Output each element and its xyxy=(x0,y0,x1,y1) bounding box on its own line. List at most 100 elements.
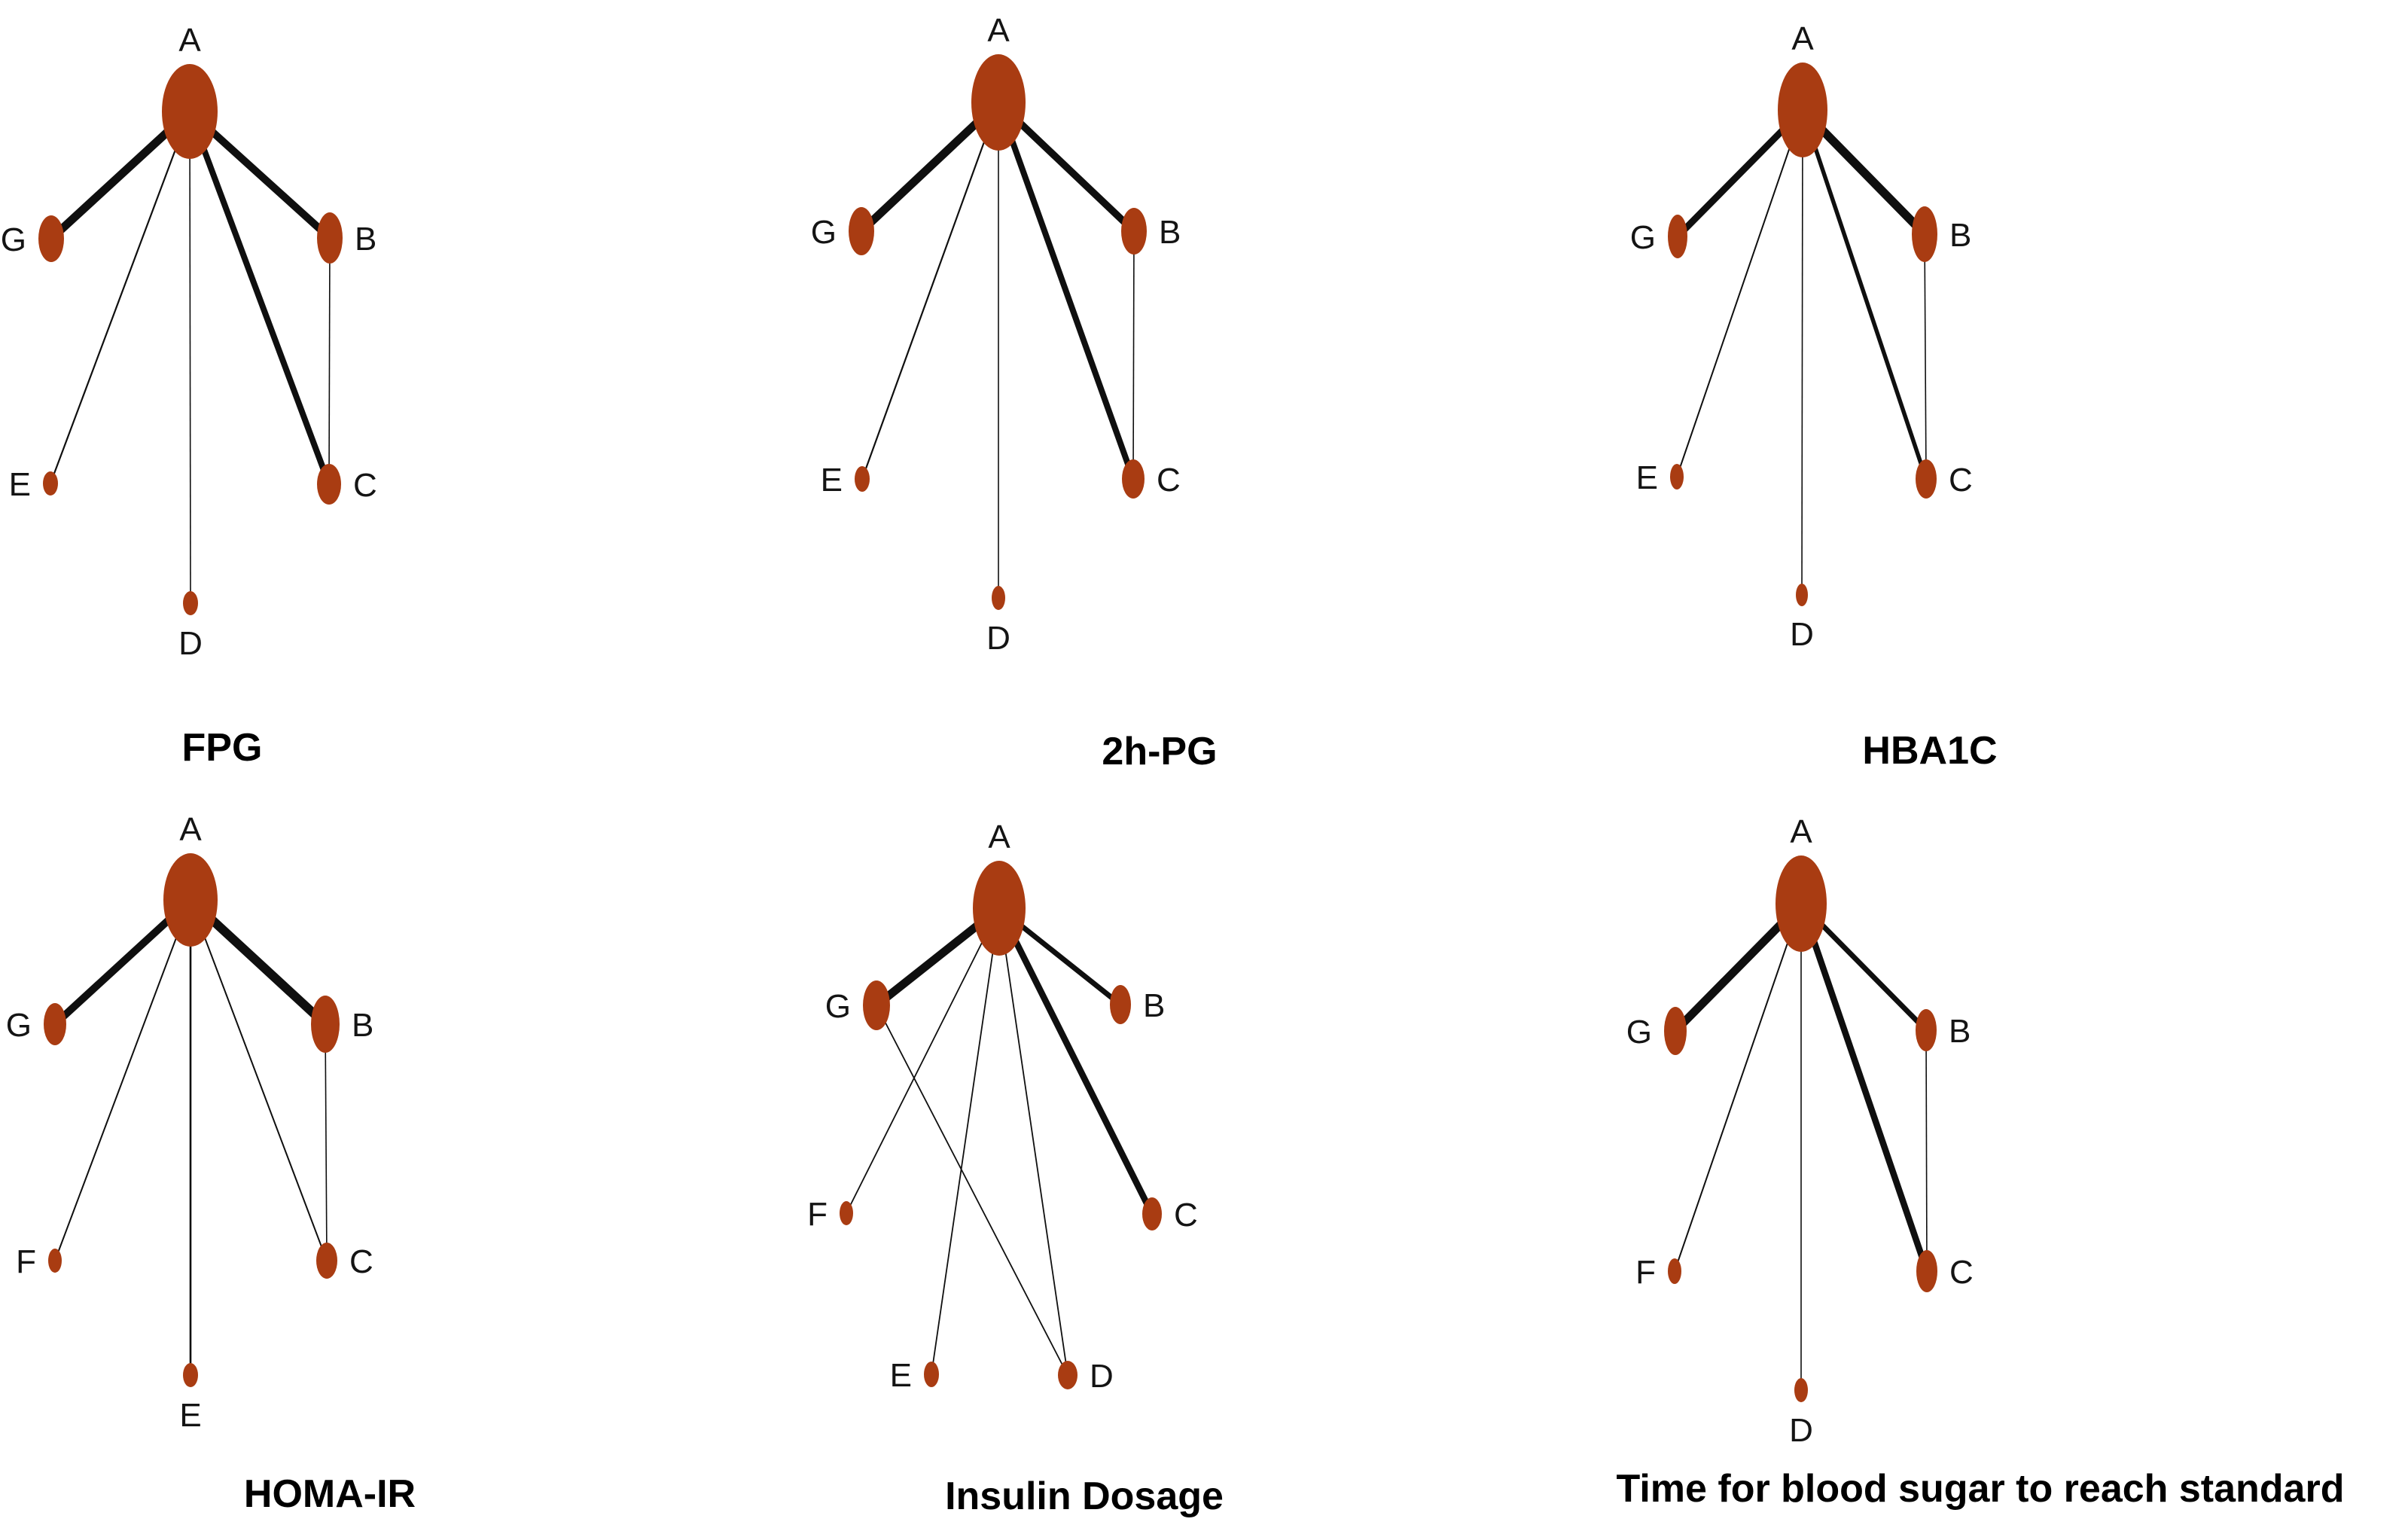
node-label-B-insulin-dosage: B xyxy=(1143,987,1165,1024)
node-label-E-homa-ir: E xyxy=(179,1397,201,1434)
edge-A-F-homa-ir xyxy=(54,899,191,1261)
node-B-homa-ir xyxy=(311,996,340,1053)
edge-A-C-fpg xyxy=(187,110,332,486)
node-C-time-to-standard xyxy=(1916,1250,1937,1292)
node-A-2hpg xyxy=(971,54,1026,151)
node-label-B-2hpg: B xyxy=(1159,214,1181,251)
node-label-E-hba1c: E xyxy=(1636,459,1658,496)
node-label-G-time-to-standard: G xyxy=(1626,1014,1652,1051)
node-B-2hpg xyxy=(1121,208,1147,255)
node-E-insulin-dosage xyxy=(924,1362,939,1387)
node-label-D-hba1c: D xyxy=(1790,616,1814,653)
edge-A-C-time-to-standard xyxy=(1797,902,1931,1273)
node-D-2hpg xyxy=(992,586,1005,610)
edge-A-D-insulin-dosage xyxy=(998,907,1068,1376)
node-label-F-insulin-dosage: F xyxy=(807,1196,828,1233)
edge-A-D-hba1c xyxy=(1801,109,1803,596)
node-label-A-time-to-standard: A xyxy=(1790,813,1812,850)
node-label-B-homa-ir: B xyxy=(352,1007,373,1044)
node-G-2hpg xyxy=(849,207,874,255)
node-label-C-2hpg: C xyxy=(1157,462,1181,499)
node-label-F-homa-ir: F xyxy=(16,1243,36,1280)
edge-A-E-hba1c xyxy=(1676,109,1803,477)
node-G-fpg xyxy=(38,215,64,262)
edge-A-E-2hpg xyxy=(861,102,1000,480)
node-C-hba1c xyxy=(1916,459,1937,499)
node-C-2hpg xyxy=(1122,459,1145,499)
node-B-insulin-dosage xyxy=(1110,985,1131,1024)
edge-A-C-hba1c xyxy=(1800,109,1928,480)
node-D-time-to-standard xyxy=(1794,1378,1808,1402)
node-B-hba1c xyxy=(1912,206,1937,262)
node-label-G-insulin-dosage: G xyxy=(825,988,851,1025)
node-label-A-homa-ir: A xyxy=(179,811,202,848)
panel-title-fpg: FPG xyxy=(182,726,263,770)
edge-A-E-insulin-dosage xyxy=(931,907,1000,1375)
edge-G-D-insulin-dosage xyxy=(876,1005,1068,1376)
node-B-fpg xyxy=(317,212,343,264)
edge-B-C-time-to-standard xyxy=(1925,1029,1928,1272)
node-C-insulin-dosage xyxy=(1142,1197,1162,1231)
node-label-B-time-to-standard: B xyxy=(1949,1013,1971,1050)
node-label-C-hba1c: C xyxy=(1949,462,1973,499)
node-D-hba1c xyxy=(1796,584,1808,606)
node-A-time-to-standard xyxy=(1776,855,1827,952)
node-label-G-hba1c: G xyxy=(1630,219,1656,256)
node-D-fpg xyxy=(183,591,198,615)
edge-A-D-fpg xyxy=(189,111,191,604)
node-label-C-insulin-dosage: C xyxy=(1174,1197,1198,1234)
node-D-insulin-dosage xyxy=(1058,1361,1078,1389)
edge-A-F-time-to-standard xyxy=(1674,903,1802,1272)
node-label-F-time-to-standard: F xyxy=(1635,1254,1656,1291)
node-label-G-homa-ir: G xyxy=(6,1007,32,1044)
node-label-C-fpg: C xyxy=(353,467,377,504)
edge-A-E-fpg xyxy=(49,111,191,484)
node-label-G-2hpg: G xyxy=(811,214,837,251)
panel-time-to-standard: A G B F C D Time for blood sugar to reach stan… xyxy=(1617,813,2345,1511)
node-A-homa-ir xyxy=(163,853,218,947)
edge-B-C-fpg xyxy=(328,237,331,485)
node-B-time-to-standard xyxy=(1916,1009,1937,1051)
node-label-E-fpg: E xyxy=(9,466,31,503)
panel-title-insulin-dosage: Insulin Dosage xyxy=(945,1475,1224,1518)
node-G-time-to-standard xyxy=(1664,1007,1687,1055)
edge-B-C-2hpg xyxy=(1132,230,1135,480)
node-label-G-fpg: G xyxy=(1,221,26,258)
node-G-homa-ir xyxy=(44,1003,66,1045)
node-C-fpg xyxy=(317,464,341,505)
node-label-B-fpg: B xyxy=(355,221,376,258)
edge-A-C-insulin-dosage xyxy=(996,907,1155,1215)
node-label-D-2hpg: D xyxy=(986,620,1010,657)
node-G-hba1c xyxy=(1668,215,1687,258)
panel-title-homa-ir: HOMA-IR xyxy=(244,1472,416,1516)
panel-title-time-to-standard: Time for blood sugar to reach standard xyxy=(1617,1467,2345,1511)
node-label-E-2hpg: E xyxy=(821,462,843,499)
node-C-homa-ir xyxy=(316,1243,337,1279)
node-label-C-time-to-standard: C xyxy=(1949,1254,1974,1291)
node-label-A-2hpg: A xyxy=(987,12,1010,49)
node-F-time-to-standard xyxy=(1668,1258,1681,1284)
edge-A-F-insulin-dosage xyxy=(846,907,1000,1214)
panel-title-2hpg: 2h-PG xyxy=(1102,730,1217,773)
node-label-D-fpg: D xyxy=(178,625,203,662)
node-A-insulin-dosage xyxy=(973,861,1026,956)
edge-B-C-homa-ir xyxy=(325,1023,328,1261)
node-label-C-homa-ir: C xyxy=(349,1243,373,1280)
node-label-A-hba1c: A xyxy=(1791,20,1814,57)
node-F-insulin-dosage xyxy=(840,1201,853,1225)
panel-homa-ir: A G B F C E HOMA-IR xyxy=(6,811,416,1516)
node-F-homa-ir xyxy=(48,1249,62,1273)
node-label-A-fpg: A xyxy=(178,22,201,59)
node-E-hba1c xyxy=(1670,464,1684,489)
panel-2hpg: A G B E C D 2h-PG xyxy=(811,12,1218,773)
node-label-E-insulin-dosage: E xyxy=(890,1357,912,1394)
node-label-D-time-to-standard: D xyxy=(1789,1412,1813,1449)
panel-title-hba1c: HBA1C xyxy=(1862,729,1997,773)
panel-fpg: A G B E C D FPG xyxy=(1,22,377,770)
node-label-D-insulin-dosage: D xyxy=(1090,1358,1114,1395)
node-A-hba1c xyxy=(1778,63,1827,157)
